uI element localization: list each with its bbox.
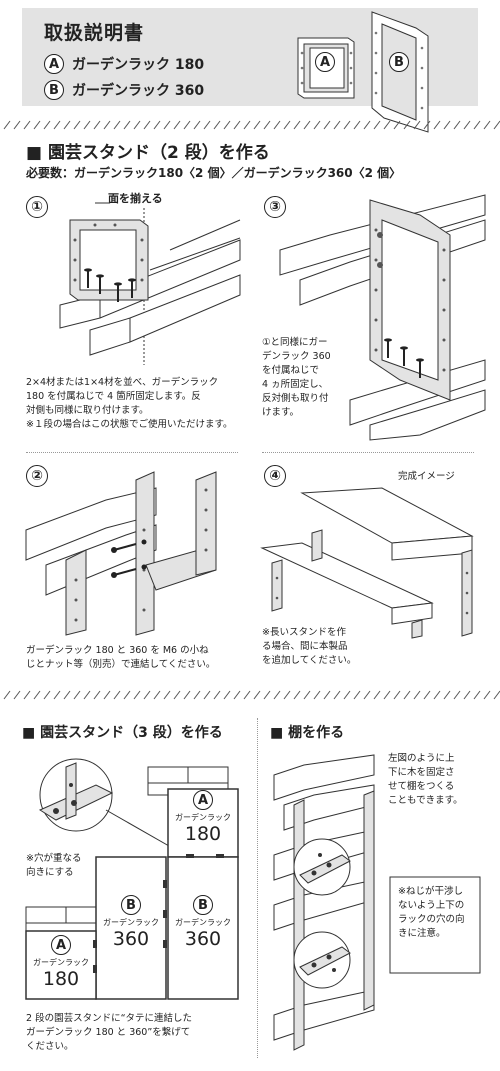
rack-a-bottom-letter: A xyxy=(51,935,71,955)
thumb-b-badge: B xyxy=(389,52,409,72)
step-3-line-1: ①と同様にガー xyxy=(262,337,328,348)
rack-thumbnails-illustration xyxy=(297,11,429,133)
step-1-note: ※１段の場合はこの状態でご使用いただけます。 xyxy=(26,419,233,430)
section-shelf-title: ■ 棚を作る xyxy=(270,725,345,741)
shelf-note: ※ねじが干渉し ないよう上下の ラックの穴の向 きに注意。 xyxy=(398,885,465,941)
shelf-note-line-2: ないよう上下の xyxy=(398,900,465,911)
step-2-line-2: じとナット等（別売）で連結してください。 xyxy=(26,659,216,670)
step-3-line-2: デンラック 360 xyxy=(262,351,331,362)
step-2-number: ② xyxy=(26,465,48,487)
rack-a-bottom-number: 180 xyxy=(42,968,80,990)
rack-b2-letter: B xyxy=(193,895,213,915)
step-4-number: ④ xyxy=(264,465,286,487)
rack-b2-number: 360 xyxy=(184,928,222,950)
shelf-line-2: 下に木を固定さ xyxy=(388,767,455,778)
section-3tier-line-2: ガーデンラック 180 と 360”を繋げて xyxy=(26,1027,191,1038)
step-1-line-1: 2×4材または1×4材を並べ、ガーデンラック xyxy=(26,377,219,388)
shelf-line-4: こともできます。 xyxy=(388,795,463,806)
letter-a-badge: A xyxy=(44,54,64,74)
step-2-illustration xyxy=(25,471,217,636)
shelf-line-1: 左図のように上 xyxy=(388,753,455,764)
rack-b1-letter: B xyxy=(121,895,141,915)
thumb-a-badge: A xyxy=(315,52,335,72)
rack-a-top-name: ガーデンラック xyxy=(175,813,231,822)
step-3-number: ③ xyxy=(264,196,286,218)
slash-separator xyxy=(3,690,500,700)
shelf-line-3: せて棚をつくる xyxy=(388,781,455,792)
rack-a-top-number: 180 xyxy=(184,823,222,845)
rack-b1-number: 360 xyxy=(112,928,150,950)
step-1-text: 2×4材または1×4材を並べ、ガーデンラック 180 を付属ねじで 4 箇所固定… xyxy=(26,376,233,432)
vertical-divider xyxy=(257,718,258,1058)
step-4-line-3: を追加してください。 xyxy=(262,655,357,666)
section-3tier-title: ■ 園芸スタンド（3 段）を作る xyxy=(22,725,223,741)
item-a-label: ガーデンラック 180 xyxy=(72,57,205,73)
hole-alignment-note: ※穴が重なる 向きにする xyxy=(26,852,81,880)
step-1-illustration xyxy=(59,202,241,365)
step-4-text: ※長いスタンドを作 る場合、間に本製品 を追加してください。 xyxy=(262,626,356,668)
rack-b2-label: B ガーデンラック 360 xyxy=(168,895,238,950)
shelf-illustration xyxy=(273,754,481,1051)
step-4-line-1: ※長いスタンドを作 xyxy=(262,627,346,638)
step-2-text: ガーデンラック 180 と 360 を M6 の小ね じとナット等（別売）で連結… xyxy=(26,644,215,672)
step-3-illustration xyxy=(279,194,486,441)
step-4-line-2: る場合、間に本製品 xyxy=(262,641,348,652)
divider xyxy=(262,452,474,453)
step-3-line-6: けます。 xyxy=(262,407,300,418)
rack-b1-name: ガーデンラック xyxy=(103,918,159,927)
section-3tier-line-3: ください。 xyxy=(26,1041,74,1052)
step-1-callout: 面を揃える xyxy=(108,192,163,205)
section-2tier-title: ■ 園芸スタンド（2 段）を作る xyxy=(26,143,270,163)
letter-b-badge: B xyxy=(44,80,64,100)
shelf-note-line-3: ラックの穴の向 xyxy=(398,914,465,925)
rack-a-bottom-label: A ガーデンラック 180 xyxy=(26,935,96,990)
item-a-row: A ガーデンラック 180 xyxy=(44,54,204,74)
step-1-number: ① xyxy=(26,196,48,218)
hole-note-line-2: 向きにする xyxy=(26,867,74,878)
hole-note-line-1: ※穴が重なる xyxy=(26,853,82,864)
item-b-label: ガーデンラック 360 xyxy=(72,83,205,99)
section-3tier-line-1: 2 段の園芸スタンドに“タテに連結した xyxy=(26,1013,192,1024)
rack-b1-label: B ガーデンラック 360 xyxy=(96,895,166,950)
step-3-line-5: 反対側も取り付 xyxy=(262,393,329,404)
section-3tier-text: 2 段の園芸スタンドに“タテに連結した ガーデンラック 180 と 360”を繋… xyxy=(26,1012,192,1054)
required-quantity: 必要数：ガーデンラック180〈2 個〉／ガーデンラック360〈2 個〉 xyxy=(26,166,402,180)
step-1-line-3: 対側も同様に取り付けます。 xyxy=(26,405,149,416)
item-b-row: B ガーデンラック 360 xyxy=(44,80,204,100)
rack-b2-name: ガーデンラック xyxy=(175,918,231,927)
step-3-line-4: 4 ヵ所固定し、 xyxy=(262,379,329,390)
step-2-line-1: ガーデンラック 180 と 360 を M6 の小ね xyxy=(26,645,209,656)
shelf-note-line-1: ※ねじが干渉し xyxy=(398,886,463,897)
step-3-text: ①と同様にガー デンラック 360 を付属ねじで 4 ヵ所固定し、 反対側も取り… xyxy=(262,336,331,420)
slash-separator xyxy=(3,120,500,130)
rack-a-top-label: A ガーデンラック 180 xyxy=(168,790,238,845)
manual-title: 取扱説明書 xyxy=(44,22,145,44)
divider xyxy=(26,452,238,453)
section-shelf-text: 左図のように上 下に木を固定さ せて棚をつくる こともできます。 xyxy=(388,752,463,808)
rack-a-top-letter: A xyxy=(193,790,213,810)
step-4-illustration xyxy=(260,487,474,639)
step-1-line-2: 180 を付属ねじで 4 箇所固定します。反 xyxy=(26,391,201,402)
step-3-line-3: を付属ねじで xyxy=(262,365,320,376)
shelf-note-line-4: きに注意。 xyxy=(398,928,446,939)
rack-a-bottom-name: ガーデンラック xyxy=(33,958,89,967)
step-4-caption: 完成イメージ xyxy=(398,471,455,482)
